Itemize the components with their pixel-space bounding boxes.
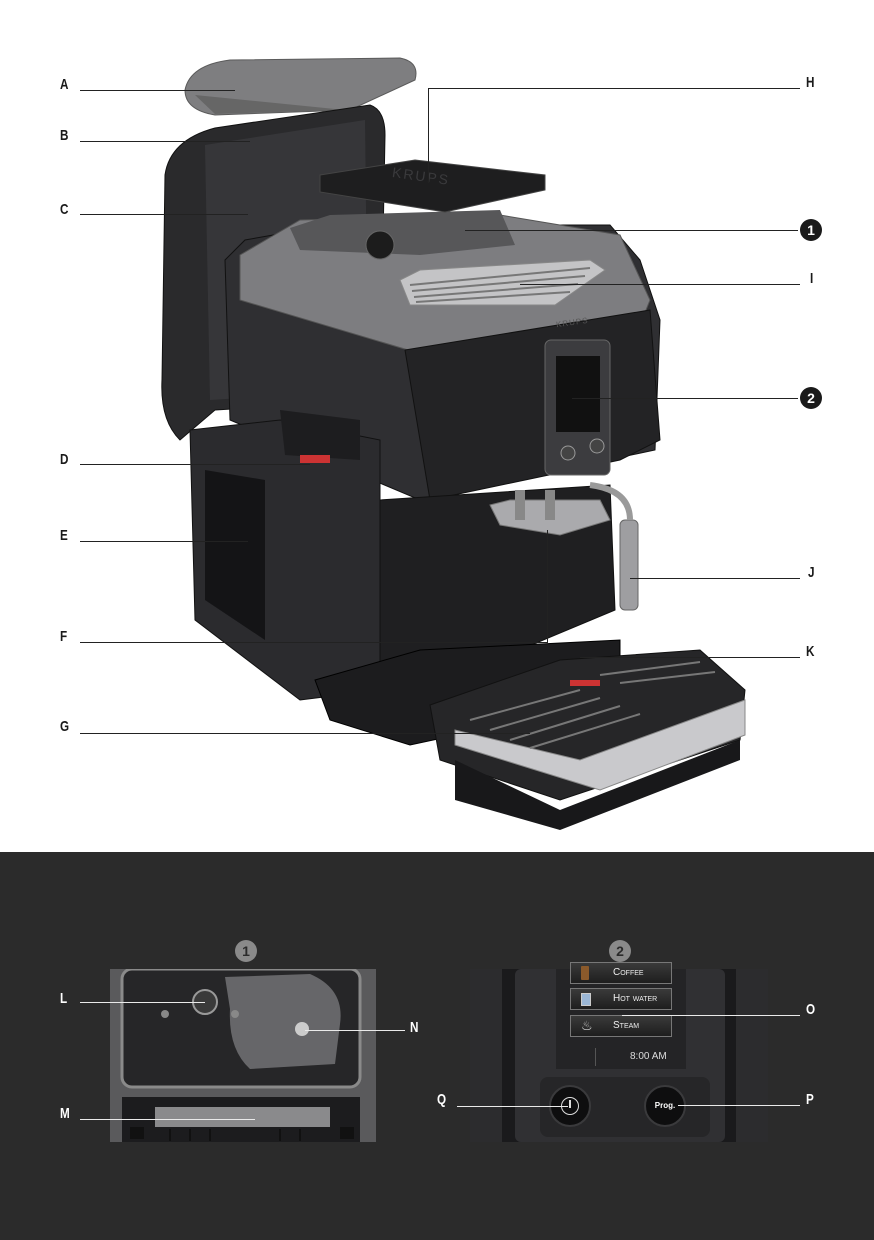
callout-2: 2 bbox=[800, 387, 822, 409]
leader-f bbox=[80, 642, 548, 644]
label-i: I bbox=[810, 270, 814, 287]
screen-row-coffee[interactable]: Coffee bbox=[570, 962, 672, 984]
screen-row-steam-label: Steam bbox=[613, 1020, 640, 1031]
label-j: J bbox=[808, 564, 815, 581]
machine-illustration bbox=[161, 57, 746, 830]
screen-clock: 8:00 AM bbox=[630, 1051, 667, 1062]
label-b: B bbox=[60, 127, 69, 144]
label-h: H bbox=[806, 74, 815, 91]
leader-m bbox=[80, 1119, 255, 1121]
leader-a bbox=[80, 90, 235, 92]
steam-icon: ♨ bbox=[581, 1018, 593, 1033]
leader-j bbox=[630, 578, 800, 580]
leader-o bbox=[622, 1015, 800, 1017]
label-f: F bbox=[60, 628, 68, 645]
leader-f-vertical bbox=[547, 530, 549, 642]
label-o: O bbox=[806, 1001, 816, 1018]
leader-i bbox=[520, 284, 800, 286]
coffee-cup-icon bbox=[581, 966, 589, 980]
label-p: P bbox=[806, 1091, 814, 1108]
label-a: A bbox=[60, 76, 69, 93]
leader-n bbox=[305, 1030, 405, 1032]
leader-g bbox=[80, 733, 530, 735]
leader-b bbox=[80, 141, 250, 143]
screen-row-hot-water[interactable]: Hot water bbox=[570, 988, 672, 1010]
leader-callout-2 bbox=[572, 398, 798, 400]
detail-1-image bbox=[110, 969, 376, 1142]
label-k: K bbox=[806, 643, 815, 660]
label-l: L bbox=[60, 990, 68, 1007]
leader-callout-1 bbox=[465, 230, 798, 232]
screen-divider bbox=[595, 1048, 596, 1066]
leader-h bbox=[428, 88, 800, 90]
leader-k bbox=[580, 657, 800, 659]
hot-water-icon bbox=[581, 993, 591, 1006]
label-c: C bbox=[60, 201, 69, 218]
detail-1-badge: 1 bbox=[235, 940, 257, 962]
leader-e bbox=[80, 541, 248, 543]
leader-p bbox=[678, 1105, 800, 1107]
label-d: D bbox=[60, 451, 69, 468]
screen-row-hot-water-label: Hot water bbox=[613, 993, 658, 1004]
label-q: Q bbox=[437, 1091, 447, 1108]
leader-q bbox=[457, 1106, 568, 1108]
label-e: E bbox=[60, 527, 68, 544]
callout-1: 1 bbox=[800, 219, 822, 241]
leader-l bbox=[80, 1002, 205, 1004]
label-n: N bbox=[410, 1019, 419, 1036]
screen-row-coffee-label: Coffee bbox=[613, 967, 644, 978]
label-g: G bbox=[60, 718, 70, 735]
label-m: M bbox=[60, 1105, 70, 1122]
leader-d bbox=[80, 464, 310, 466]
machine-overview: KRUPS KRUPS A B C D E F G H 1 I 2 J K bbox=[60, 57, 822, 830]
leader-h-vertical bbox=[428, 88, 430, 183]
screen-row-steam[interactable]: ♨ Steam bbox=[570, 1015, 672, 1037]
leader-c bbox=[80, 214, 248, 216]
detail-2-badge: 2 bbox=[609, 940, 631, 962]
